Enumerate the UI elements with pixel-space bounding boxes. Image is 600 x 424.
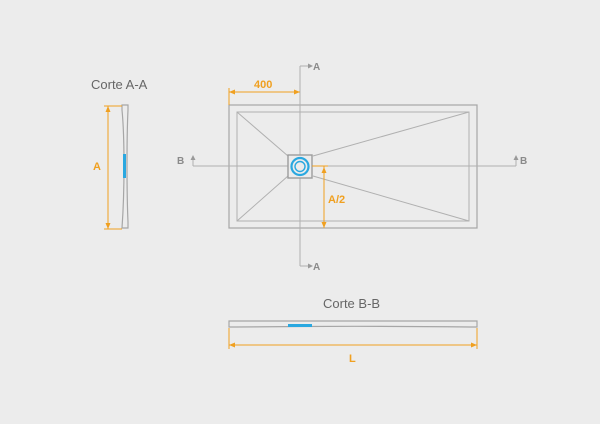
slope-line: [312, 175, 470, 222]
arrowhead: [229, 89, 235, 95]
plan-view: A A B B 400 A/2: [177, 62, 527, 273]
section-bb-title: Corte B-B: [323, 296, 380, 311]
section-bb-drain: [288, 324, 312, 327]
arrowhead: [229, 342, 235, 348]
section-aa-profile: [121, 104, 129, 229]
section-marker-b-right: B: [520, 156, 527, 167]
section-bb-view: Corte B-B L: [228, 296, 478, 365]
arrowhead: [308, 63, 313, 69]
slope-line: [236, 175, 289, 222]
section-marker-a-bottom: A: [313, 262, 320, 273]
drain-grate: [287, 154, 313, 179]
arrowhead: [105, 106, 111, 112]
arrowhead: [471, 342, 477, 348]
drain-ring: [290, 156, 310, 177]
drain-center: [294, 160, 306, 173]
dimension-label-a-half: A/2: [328, 194, 345, 206]
dimension-label-400: 400: [254, 79, 272, 91]
arrowhead: [513, 155, 519, 160]
section-marker-b-left: B: [177, 156, 184, 167]
dimension-label-a: A: [93, 161, 101, 173]
arrowhead: [321, 167, 327, 173]
section-aa-title: Corte A-A: [91, 77, 148, 92]
arrowhead: [190, 155, 196, 160]
arrowhead: [294, 89, 300, 95]
dimension-label-l: L: [349, 353, 356, 365]
section-aa-view: Corte A-A A: [91, 77, 148, 230]
arrowhead: [321, 222, 327, 228]
arrowhead: [105, 223, 111, 229]
slope-line: [312, 111, 470, 157]
section-marker-a-top: A: [313, 62, 320, 73]
section-aa-drain: [123, 154, 126, 178]
arrowhead: [308, 263, 313, 269]
section-bb-profile: [228, 320, 478, 328]
slope-line: [236, 111, 289, 157]
